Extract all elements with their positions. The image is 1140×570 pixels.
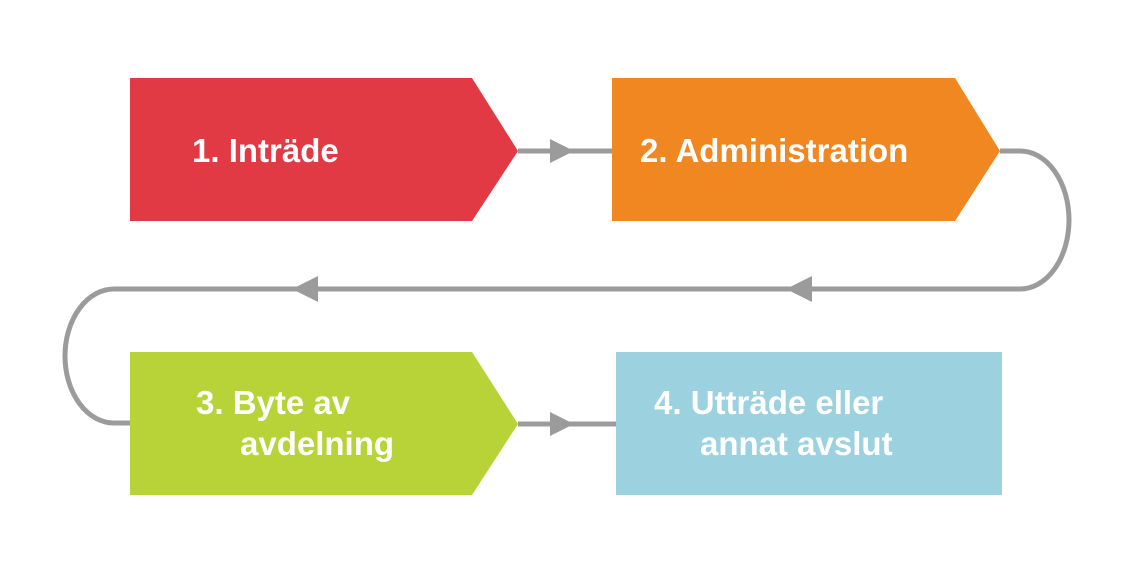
arrowhead-left-icon <box>292 276 318 302</box>
connector-2-to-3 <box>62 148 1072 426</box>
arrowhead-right-icon <box>550 139 574 163</box>
step-4-label: 4. Utträde eller annat avslut <box>654 382 893 465</box>
step-3-label-line-2: avdelning <box>240 425 395 463</box>
step-3-label: 3. Byte av avdelning <box>196 382 394 465</box>
step-1-shape <box>130 78 518 221</box>
arrowhead-left-icon <box>786 276 812 302</box>
step-1-label-line-1: 1. Inträde <box>192 132 339 169</box>
step-2-label-line-1: 2. Administration <box>640 132 909 169</box>
step-3-label-line-1: 3. Byte av <box>196 384 351 421</box>
step-1-label: 1. Inträde <box>192 130 339 171</box>
step-4-shape <box>616 352 1002 495</box>
step-2-shape <box>612 78 1000 221</box>
arrowheads <box>292 139 812 436</box>
step-2-label: 2. Administration <box>640 130 908 171</box>
step-4-label-line-2: annat avslut <box>700 425 893 463</box>
step-4-label-line-1: 4. Utträde eller <box>654 384 884 421</box>
arrowhead-right-icon <box>550 412 574 436</box>
step-3-shape <box>130 352 518 495</box>
